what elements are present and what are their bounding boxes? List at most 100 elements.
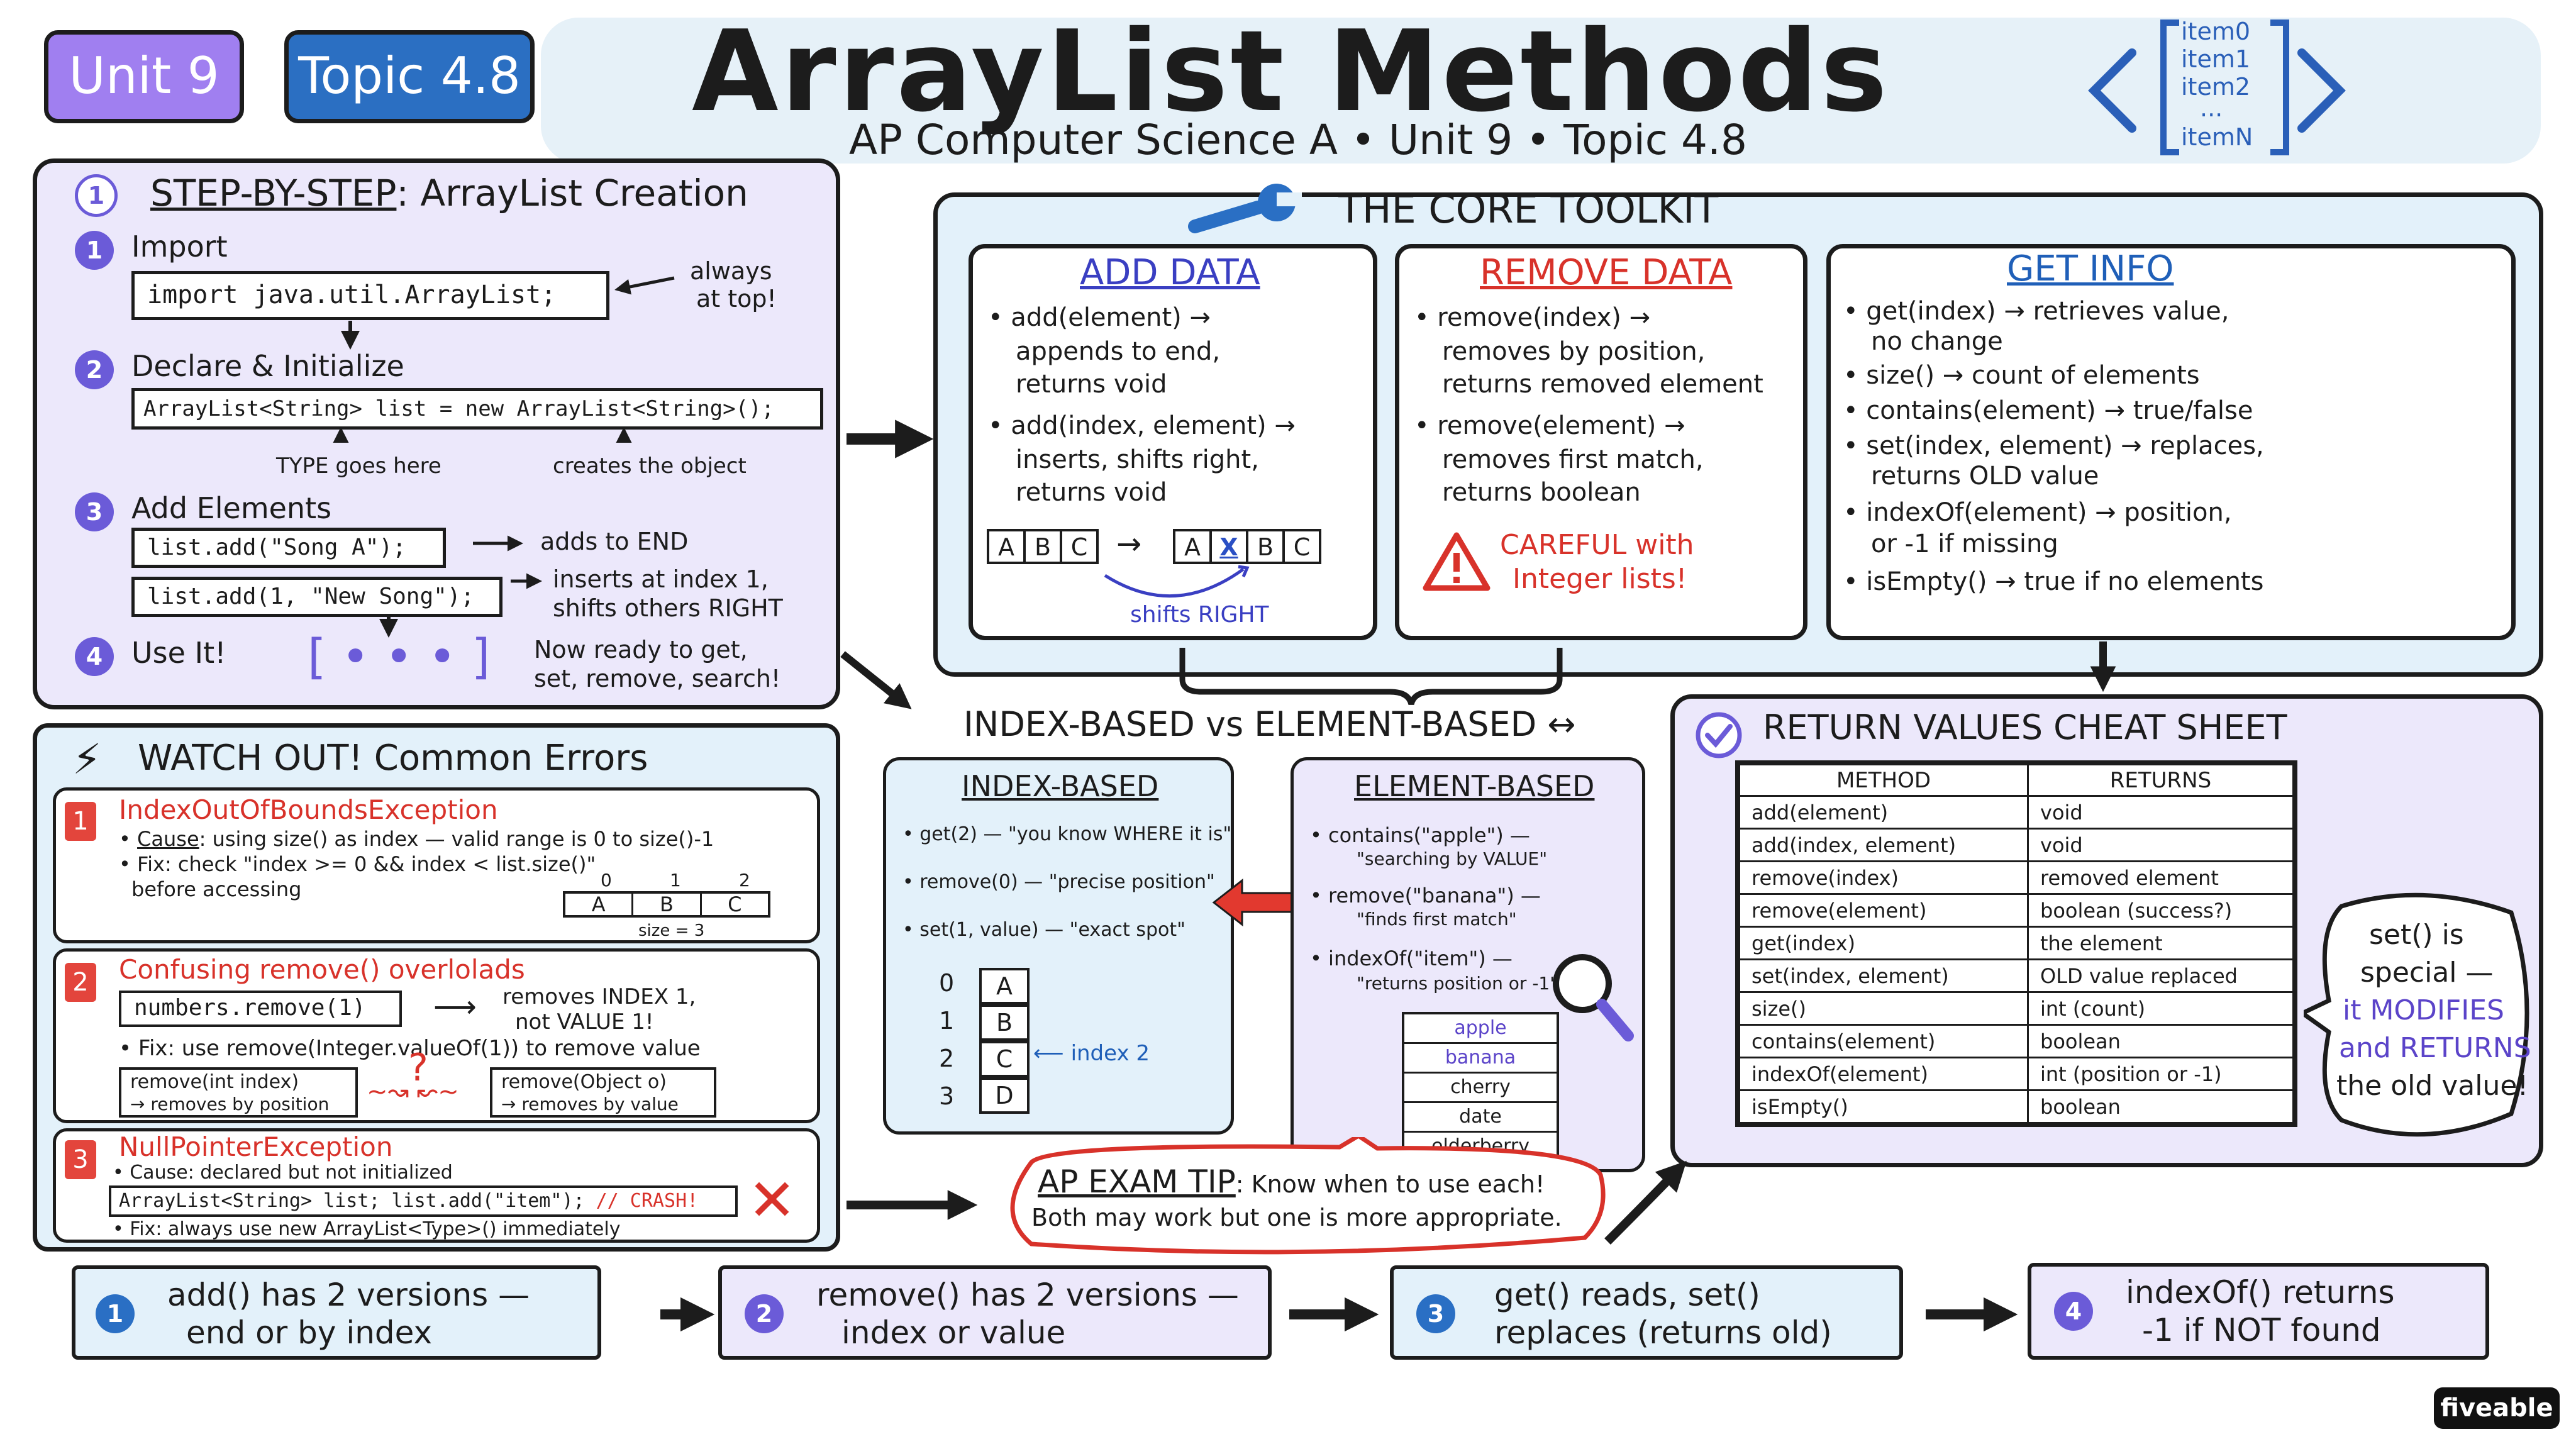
get-line-4: • set(index, element) → replaces, — [1843, 431, 2264, 460]
bubble-line: and RETURNS — [2339, 1032, 2531, 1064]
error-2-right-box: remove(Object o) → removes by value — [490, 1067, 716, 1118]
check-icon — [1695, 711, 1743, 759]
element-list-item: apple — [1404, 1014, 1557, 1044]
error-2-note-b: not VALUE 1! — [515, 1009, 654, 1035]
get-line-5: returns OLD value — [1871, 462, 2099, 491]
table-cell-method: add(index, element) — [1738, 828, 2029, 862]
shift-note: shifts RIGHT — [1130, 602, 1269, 628]
error-2-right-a: remove(Object o) — [501, 1071, 667, 1093]
error-1-card: 1 IndexOutOfBoundsException • Cause: usi… — [53, 787, 820, 943]
element-line: "returns position or -1" — [1357, 973, 1558, 994]
error-2-left-box: remove(int index) → removes by position — [119, 1067, 358, 1118]
summary-card-2: 2 remove() has 2 versions — index or val… — [718, 1265, 1272, 1360]
table-cell-method: get(index) — [1738, 926, 2029, 960]
error-2-arrow: ⟶ — [433, 989, 477, 1024]
lightning-icon: ⚡ — [72, 735, 102, 784]
summary-card-4: 4 indexOf() returns -1 if NOT found — [2028, 1263, 2489, 1360]
error-3-code: ArrayList<String> list; list.add("item")… — [109, 1185, 738, 1217]
careful-line-1: CAREFUL with — [1500, 529, 1694, 561]
error-1-index: 1 — [670, 870, 681, 891]
summary-badge-1: 1 — [96, 1294, 135, 1333]
table-row: set(index, element)OLD value replaced — [1738, 958, 2294, 993]
list-icon-item-3: ... — [2200, 94, 2223, 122]
topic-badge: Topic 4.8 — [284, 30, 535, 123]
add-line-2: returns void — [1016, 370, 1167, 399]
bubble-line: the old value! — [2336, 1070, 2529, 1102]
index-line: • set(1, value) — "exact spot" — [902, 919, 1185, 941]
summary-4-line-2: -1 if NOT found — [2142, 1312, 2381, 1348]
index-label: 2 — [939, 1045, 955, 1072]
error-1-cause: • Cause: using size() as index — valid r… — [119, 827, 714, 851]
add-code-1: list.add("Song A"); — [131, 528, 446, 568]
table-row: add(element)void — [1738, 795, 2294, 830]
summary-card-1: 1 add() has 2 versions — end or by index — [72, 1265, 601, 1360]
summary-card-3: 3 get() reads, set() replaces (returns o… — [1390, 1265, 1903, 1360]
use-note-a: Now ready to get, — [534, 636, 748, 663]
table-row: isEmpty()boolean — [1738, 1089, 2294, 1124]
bubble-line: set() is — [2369, 919, 2464, 951]
table-cell-method: remove(index) — [1738, 860, 2029, 895]
add-line-4: inserts, shifts right, — [1016, 445, 1259, 474]
step-by-step-panel: 1 STEP-BY-STEP: ArrayList Creation 1 Imp… — [33, 158, 840, 709]
shift-curve — [1104, 565, 1250, 598]
index-line: • get(2) — "you know WHERE it is" — [902, 823, 1232, 845]
error-3-fix: • Fix: always use new ArrayList<Type>() … — [113, 1218, 621, 1240]
remove-data-title: REMOVE DATA — [1480, 252, 1733, 293]
error-2-right-b: → removes by value — [501, 1094, 679, 1114]
error-2-question: ? — [408, 1046, 428, 1090]
table-cell-method: isEmpty() — [1738, 1089, 2029, 1124]
table-header-returns: RETURNS — [2027, 763, 2294, 797]
brand-logo: fiveable — [2434, 1387, 2560, 1429]
step-panel-title: STEP-BY-STEP: ArrayList Creation — [150, 172, 748, 214]
table-row: size()int (count) — [1738, 991, 2294, 1026]
error-3-title: NullPointerException — [119, 1131, 393, 1162]
index-label: 1 — [939, 1007, 955, 1035]
error-3-badge: 3 — [65, 1140, 96, 1179]
error-3-card: 3 NullPointerException • Cause: declared… — [53, 1128, 820, 1243]
table-cell-returns: int (count) — [2027, 991, 2294, 1026]
table-cell-returns: boolean — [2027, 1024, 2294, 1058]
add-before-cell: A — [987, 529, 1026, 564]
element-list-item: cherry — [1404, 1074, 1557, 1103]
table-row: add(index, element)void — [1738, 828, 2294, 862]
table-header-method: METHOD — [1738, 763, 2029, 797]
step-panel-arrows — [333, 276, 675, 638]
table-cell-returns: void — [2027, 828, 2294, 862]
unit-badge: Unit 9 — [44, 30, 244, 123]
table-cell-method: indexOf(element) — [1738, 1057, 2029, 1091]
element-line: "finds first match" — [1357, 909, 1517, 930]
index-line: • remove(0) — "precise position" — [902, 871, 1215, 893]
element-based-title: ELEMENT-BASED — [1354, 769, 1595, 803]
index-cell: A — [979, 968, 1030, 1004]
remove-line-3: • remove(element) → — [1414, 411, 1685, 440]
error-1-badge: 1 — [65, 802, 96, 841]
topic-badge-label: Topic 4.8 — [298, 47, 521, 105]
error-1-fix: • Fix: check "index >= 0 && index < list… — [119, 852, 596, 876]
cheat-sheet-panel: RETURN VALUES CHEAT SHEET METHOD RETURNS… — [1670, 694, 2543, 1167]
get-line-3: • contains(element) → true/false — [1843, 396, 2253, 425]
error-1-cell: C — [728, 892, 742, 916]
table-cell-method: add(element) — [1738, 795, 2029, 830]
import-note-2: at top! — [696, 285, 777, 313]
add-line-0: • add(element) → — [988, 303, 1211, 332]
index-pointer: ⟵ index 2 — [1033, 1041, 1150, 1066]
watch-out-title: WATCH OUT! Common Errors — [138, 738, 648, 779]
table-cell-returns: boolean (success?) — [2027, 893, 2294, 928]
remove-line-4: removes first match, — [1442, 445, 1704, 474]
table-row: remove(index)removed element — [1738, 860, 2294, 895]
get-line-8: • isEmpty() → true if no elements — [1843, 567, 2264, 596]
table-cell-method: size() — [1738, 991, 2029, 1026]
error-2-title: Confusing remove() overlolads — [119, 954, 525, 985]
get-info-card: GET INFO • get(index) → retrieves value,… — [1826, 244, 2516, 640]
error-1-array: A B C — [563, 891, 770, 918]
get-line-1: no change — [1871, 327, 2003, 356]
get-line-0: • get(index) → retrieves value, — [1843, 297, 2229, 326]
add-note-2a: inserts at index 1, — [553, 565, 769, 593]
set-special-bubble: set() is special — it MODIFIES and RETUR… — [2304, 887, 2536, 1146]
unit-badge-label: Unit 9 — [69, 47, 219, 105]
careful-line-2: Integer lists! — [1513, 563, 1687, 595]
table-cell-returns: OLD value replaced — [2027, 958, 2294, 993]
bubble-line: it MODIFIES — [2343, 994, 2504, 1026]
index-label: 0 — [939, 969, 955, 997]
